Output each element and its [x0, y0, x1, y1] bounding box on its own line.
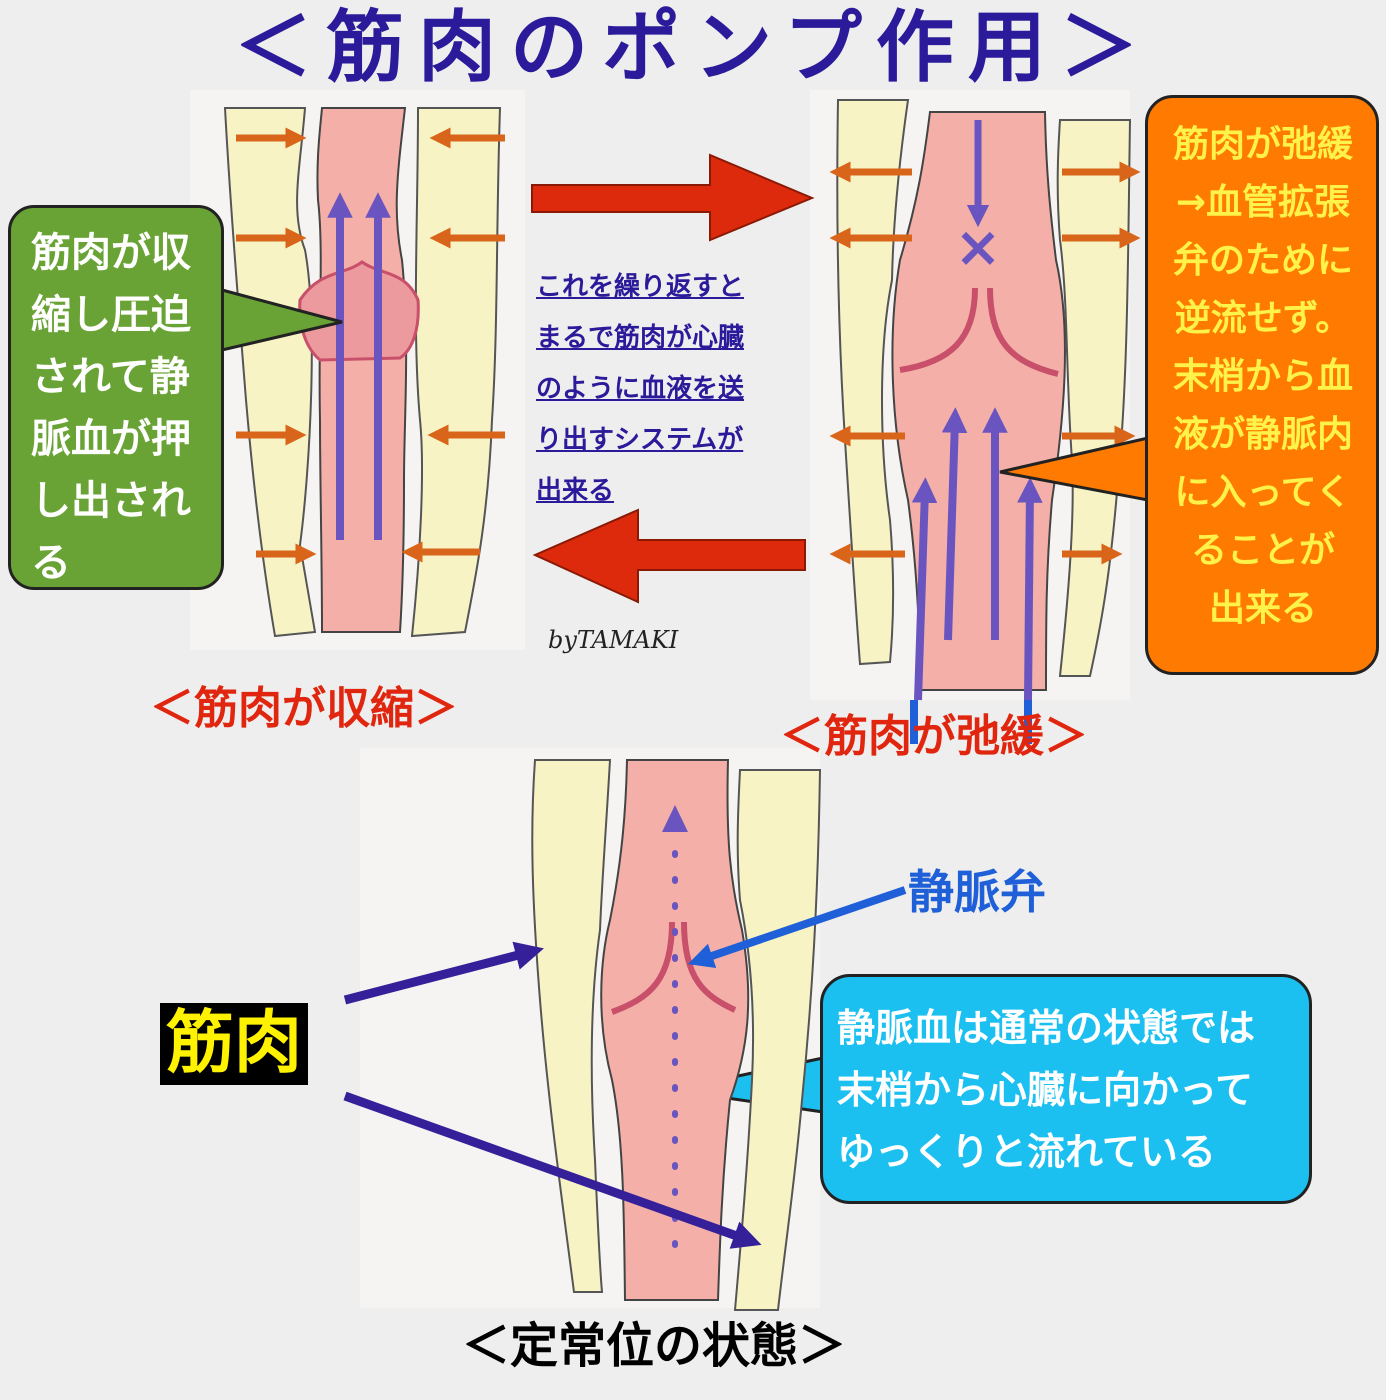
relaxation-callout: 筋肉が弛緩 →血管拡張 弁のために 逆流せず。 末梢から血 液が静脈内 に入って… — [1145, 95, 1379, 675]
valve-pointer-arrow — [687, 886, 907, 968]
contraction-callout: 筋肉が収 縮し圧迫 されて静 脈血が押 し出され る — [8, 205, 224, 590]
cycle-arrow-left — [532, 508, 806, 604]
author-signature: byTAMAKI — [548, 626, 679, 654]
contraction-label: ＜筋肉が収縮＞ — [150, 683, 458, 734]
contraction-figure — [223, 107, 505, 638]
flow-arrow-4-relaxation — [1017, 477, 1043, 701]
vein-relaxation — [891, 111, 1066, 691]
vein-steady — [600, 759, 750, 1301]
blocked-mark: × — [955, 215, 1002, 280]
steady-figure — [531, 759, 822, 1311]
muscle-right-relaxation — [1056, 119, 1132, 677]
vein-contraction — [316, 107, 408, 633]
steady-label: ＜定常位の状態＞ — [462, 1318, 847, 1374]
flow-arrow-3-relaxation — [911, 477, 938, 701]
page-title: ＜筋肉のポンプ作用＞ — [234, 3, 1152, 93]
valve-label: 静脈弁 — [908, 865, 1046, 919]
cycle-note: これを繰り返すと まるで筋肉が心臓 のように血液を送 り出すシステムが 出来る — [536, 272, 745, 506]
muscle-pointer-arrow-upper — [343, 941, 544, 1005]
slow-flow-arrowhead — [662, 805, 688, 832]
flow-arrow-1-relaxation — [941, 407, 968, 641]
muscle-right-steady — [733, 769, 822, 1311]
valve-steady — [610, 921, 737, 1015]
relaxation-label: ＜筋肉が弛緩＞ — [780, 711, 1088, 762]
muscle-label: 筋肉 — [160, 1003, 309, 1085]
cycle-arrow-right — [531, 153, 815, 242]
muscle-pointer-arrow-lower — [343, 1091, 762, 1249]
relaxation-figure: × — [829, 99, 1141, 744]
steady-callout: 静脈血は通常の状態では 末梢から心臓に向かって ゆっくりと流れている — [820, 974, 1312, 1204]
valve-relaxation — [899, 287, 1059, 377]
